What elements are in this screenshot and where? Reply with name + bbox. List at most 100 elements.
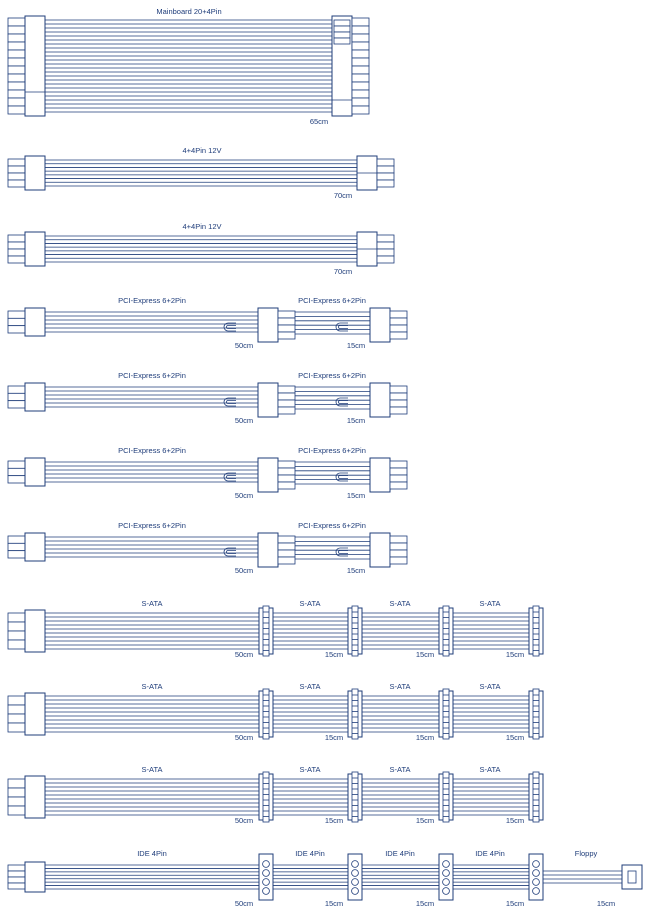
pcie-1-pins-1 (277, 310, 296, 340)
pcie-3-hook-2 (335, 472, 348, 482)
pcie-2-psu-connector (24, 382, 46, 412)
sata-3-connector-2 (347, 771, 363, 823)
pcie-3-label-1: PCI-Express 6+2Pin (118, 446, 186, 455)
sata-2-psu-connector (24, 692, 46, 736)
ide-length-label-1: 50cm (235, 899, 253, 908)
sata-1-label-3: S-ATA (390, 599, 411, 608)
ide-connector-body (528, 853, 544, 901)
ide-connector-hole (442, 878, 450, 886)
pcie-1-hook-1-inner (226, 325, 236, 329)
sata-clip-core (442, 605, 450, 657)
ide-wires-1 (45, 864, 259, 890)
pcie-3-pins-1 (277, 460, 296, 490)
sata-1-wires-2 (273, 612, 348, 650)
connector-pin (7, 49, 26, 59)
connector-pin (351, 97, 370, 107)
cpu-1-psu-connector (24, 155, 46, 191)
pcie-2-length-label-1: 50cm (235, 416, 253, 425)
ide-connector-hole (442, 869, 450, 877)
pcie-2-hook-1-inner (226, 400, 236, 404)
connector-pin (351, 49, 370, 59)
connector-pin (389, 556, 408, 565)
sata-clip-core (351, 605, 359, 657)
sata-1-length-label-4: 15cm (506, 650, 524, 659)
sata-1-wires-3 (362, 612, 439, 650)
pcie-1-hook-2-inner (338, 325, 348, 329)
connector-pin (7, 805, 26, 816)
sata-clip-core (262, 605, 270, 657)
connector-pin (333, 31, 351, 39)
ide-connector-hole (532, 860, 540, 868)
connector-pin (333, 25, 351, 33)
cpu-2-length-label: 70cm (334, 267, 352, 276)
ide-length-label-5: 15cm (597, 899, 615, 908)
sata-3-wires-3 (362, 778, 439, 816)
ide-wires-3 (362, 864, 439, 890)
pcie-4-connector-1 (257, 532, 279, 568)
pcie-2-connector-2 (369, 382, 391, 418)
pcie-2-wires-1 (45, 386, 258, 408)
pcie-3-hook-1-inner (226, 475, 236, 479)
sata-3-connector-4 (528, 771, 544, 823)
pcie-3-wires-2 (295, 461, 370, 485)
pcie-3-connector-1 (257, 457, 279, 493)
connector-pin (351, 73, 370, 83)
connector-pin (351, 65, 370, 75)
connector-pin (389, 406, 408, 415)
connector-pin (277, 549, 296, 558)
ide-length-label-3: 15cm (416, 899, 434, 908)
pcie-4-hook-2 (335, 547, 348, 557)
connector-pin (7, 639, 26, 650)
connector-pin (277, 317, 296, 326)
connector-pin (7, 864, 26, 872)
pcie-1-hook-1 (223, 322, 236, 332)
sata-1-length-label-2: 15cm (325, 650, 343, 659)
cpu-1-length-label: 70cm (334, 191, 352, 200)
sata-1-connector-3 (438, 605, 454, 657)
sata-1-psu-connector (24, 609, 46, 653)
connector-pin (7, 392, 26, 402)
ide-label-3: IDE 4Pin (385, 849, 415, 858)
pcie-3-length-label-2: 15cm (347, 491, 365, 500)
ide-label-5: Floppy (575, 849, 598, 858)
connector-pin (351, 105, 370, 115)
sata-2-connector-4 (528, 688, 544, 740)
connector-pin (389, 392, 408, 401)
pcie-1-psu-pins (7, 310, 26, 334)
pcie-3-psu-pins (7, 460, 26, 484)
ide-connector-body (347, 853, 363, 901)
sata-2-length-label-2: 15cm (325, 733, 343, 742)
pcie-3-label-2: PCI-Express 6+2Pin (298, 446, 366, 455)
cpu-2-psu-connector (24, 231, 46, 267)
connector-pin (277, 392, 296, 401)
connector-pin (7, 882, 26, 890)
connector-pin (277, 406, 296, 415)
connector-pin (7, 385, 26, 394)
pcie-2-length-label-2: 15cm (347, 416, 365, 425)
mainboard-end-pins (351, 17, 370, 115)
pcie-2-hook-1 (223, 397, 236, 407)
ide-connector-1 (258, 853, 274, 901)
connector-pin (351, 25, 370, 35)
ide-wires-2 (273, 864, 348, 890)
sata-2-connector-2 (347, 688, 363, 740)
connector-pin (7, 234, 26, 243)
sata-3-label-3: S-ATA (390, 765, 411, 774)
connector-pin (351, 17, 370, 27)
connector-pin (389, 467, 408, 476)
pcie-4-psu-pins (7, 535, 26, 559)
connector-pin (389, 317, 408, 326)
pcie-1-connector-1 (257, 307, 279, 343)
ide-connector-hole (262, 869, 270, 877)
connector-pin (7, 165, 26, 174)
connector-pin (277, 542, 296, 551)
sata-1-label-4: S-ATA (480, 599, 501, 608)
connector-pin (7, 310, 26, 319)
pcie-3-wires-1 (45, 461, 258, 483)
connector-pin (7, 33, 26, 43)
sata-1-label-1: S-ATA (142, 599, 163, 608)
mainboard-wires (45, 19, 332, 113)
pcie-3-connector-2 (369, 457, 391, 493)
pcie-2-hook-2-inner (338, 400, 348, 404)
